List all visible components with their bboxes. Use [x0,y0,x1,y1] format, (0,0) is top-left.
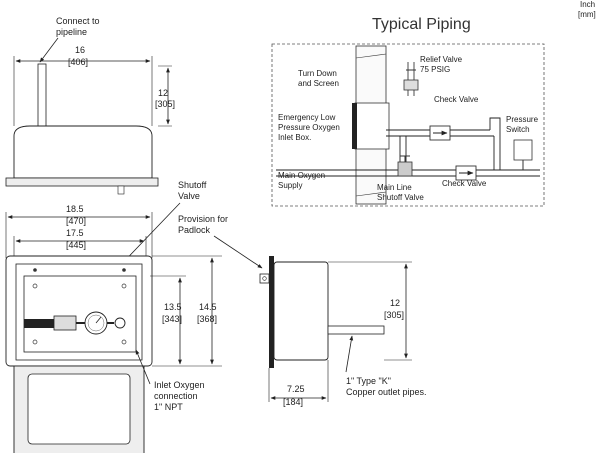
dim-front-h2-in: 14.5 [199,302,217,312]
label-check-valve-top: Check Valve [434,95,479,104]
top-view-flange [5,177,159,187]
dim-top-height-mm: [305] [155,99,175,109]
piping-title: Typical Piping [372,16,471,33]
label-connect-1: Connect to [56,16,100,26]
dim-top-width-in: 16 [75,45,85,55]
shutoff-valve-body [53,315,77,331]
piping-schematic: Turn Down and Screen Relief Valve 75 PSI… [276,45,540,205]
label-main-supply-1: Main Oxygen [278,171,325,180]
relief-valve [403,79,419,91]
dim-front-w1-mm: [470] [66,216,86,226]
units-mm: [mm] [578,10,596,19]
label-emergency-3: Inlet Box. [278,133,311,142]
label-inlet-1: Inlet Oxygen [154,380,205,390]
label-emergency-2: Pressure Oxygen [278,123,340,132]
main-shutoff-valve [397,161,413,177]
dim-top-width-mm: [406] [68,57,88,67]
dim-side-h-mm: [305] [384,310,404,320]
dim-side-d-mm: [184] [283,397,303,407]
label-turn-down-1: Turn Down [298,69,337,78]
front-panel [23,275,137,353]
dim-side-d-in: 7.25 [287,384,305,394]
label-relief-valve-2: 75 PSIG [420,65,450,74]
pipeline-connector [37,63,47,127]
top-view-body [13,125,153,179]
label-relief-valve-1: Relief Valve [420,55,463,64]
dim-front-w2-mm: [445] [66,240,86,250]
label-pressure-switch-1: Pressure [506,115,539,124]
dim-side-h-in: 12 [390,298,400,308]
label-main-line-1: Main Line [377,183,412,192]
label-outlet-1: 1" Type "K" [346,376,391,386]
dim-front-w1-in: 18.5 [66,204,84,214]
dim-front-w2-in: 17.5 [66,228,84,238]
inlet-box-door [352,103,357,149]
units-inch: Inch [580,0,595,9]
dim-front-h1-mm: [343] [162,314,182,324]
padlock-tab [259,273,270,284]
outlet-pipe [327,325,385,335]
label-padlock-2: Padlock [178,225,211,235]
piping-frame [271,43,545,207]
label-inlet-3: 1" NPT [154,402,183,412]
dim-front-h1-in: 13.5 [164,302,182,312]
label-inlet-2: connection [154,391,198,401]
label-main-line-2: Shutoff Valve [377,193,424,202]
label-check-valve-bottom: Check Valve [442,179,487,188]
label-main-supply-2: Supply [278,181,302,190]
front-lower-window [27,373,131,445]
label-pressure-switch-2: Switch [506,125,530,134]
label-turn-down-2: and Screen [298,79,339,88]
inlet-box-schematic [354,102,390,150]
valve-handle [24,319,54,328]
top-view: Connect to pipeline 16 [406] 12 [305] [5,16,175,195]
label-shutoff-1: Shutoff [178,180,207,190]
label-outlet-2: Copper outlet pipes. [346,387,427,397]
side-view: 12 [305] 7.25 [184] 1" Type "K" Copper o… [259,256,427,407]
outlet-fitting [114,317,126,329]
label-shutoff-2: Valve [178,191,200,201]
front-view: Shutoff Valve Provision for Padlock 18.5… [5,180,263,453]
side-flange [269,256,274,368]
pressure-switch [513,139,533,161]
label-emergency-1: Emergency Low [278,113,336,122]
label-connect-2: pipeline [56,27,87,37]
dim-top-height-in: 12 [158,88,168,98]
dim-front-h2-mm: [368] [197,314,217,324]
label-padlock-1: Provision for [178,214,228,224]
side-body [273,261,329,361]
